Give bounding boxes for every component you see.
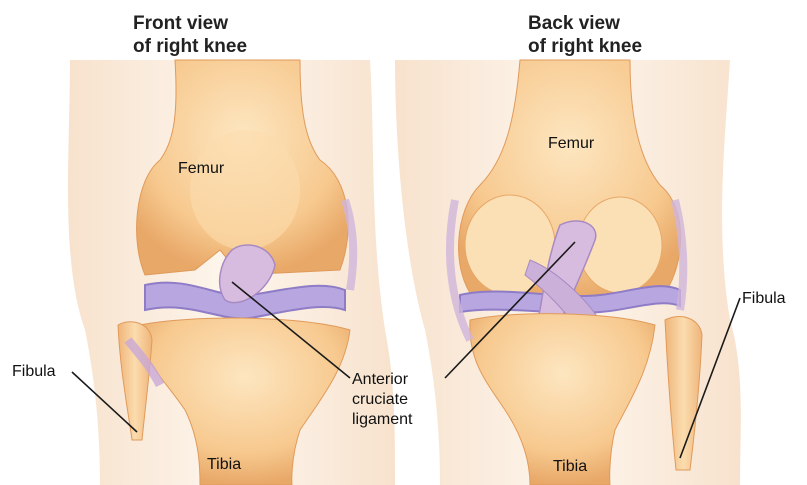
back-view-title: Back view of right knee: [528, 12, 642, 58]
acl-label-line1: Anterior: [352, 370, 412, 390]
back-title-line2: of right knee: [528, 35, 642, 58]
back-tibia-label: Tibia: [553, 457, 587, 476]
front-view-knee: [68, 60, 395, 485]
front-fibula-label: Fibula: [12, 362, 56, 381]
back-fibula-label: Fibula: [742, 289, 786, 308]
back-femur-label: Femur: [548, 134, 594, 153]
acl-label-line3: ligament: [352, 410, 412, 430]
front-title-line2: of right knee: [133, 35, 247, 58]
front-tibia-label: Tibia: [207, 455, 241, 474]
acl-label-line2: cruciate: [352, 390, 412, 410]
front-femur-label: Femur: [178, 159, 224, 178]
acl-label: Anterior cruciate ligament: [352, 370, 412, 430]
front-view-title: Front view of right knee: [133, 12, 247, 58]
front-patella: [190, 130, 300, 250]
back-title-line1: Back view: [528, 12, 642, 35]
back-view-knee: [395, 60, 741, 485]
front-title-line1: Front view: [133, 12, 247, 35]
